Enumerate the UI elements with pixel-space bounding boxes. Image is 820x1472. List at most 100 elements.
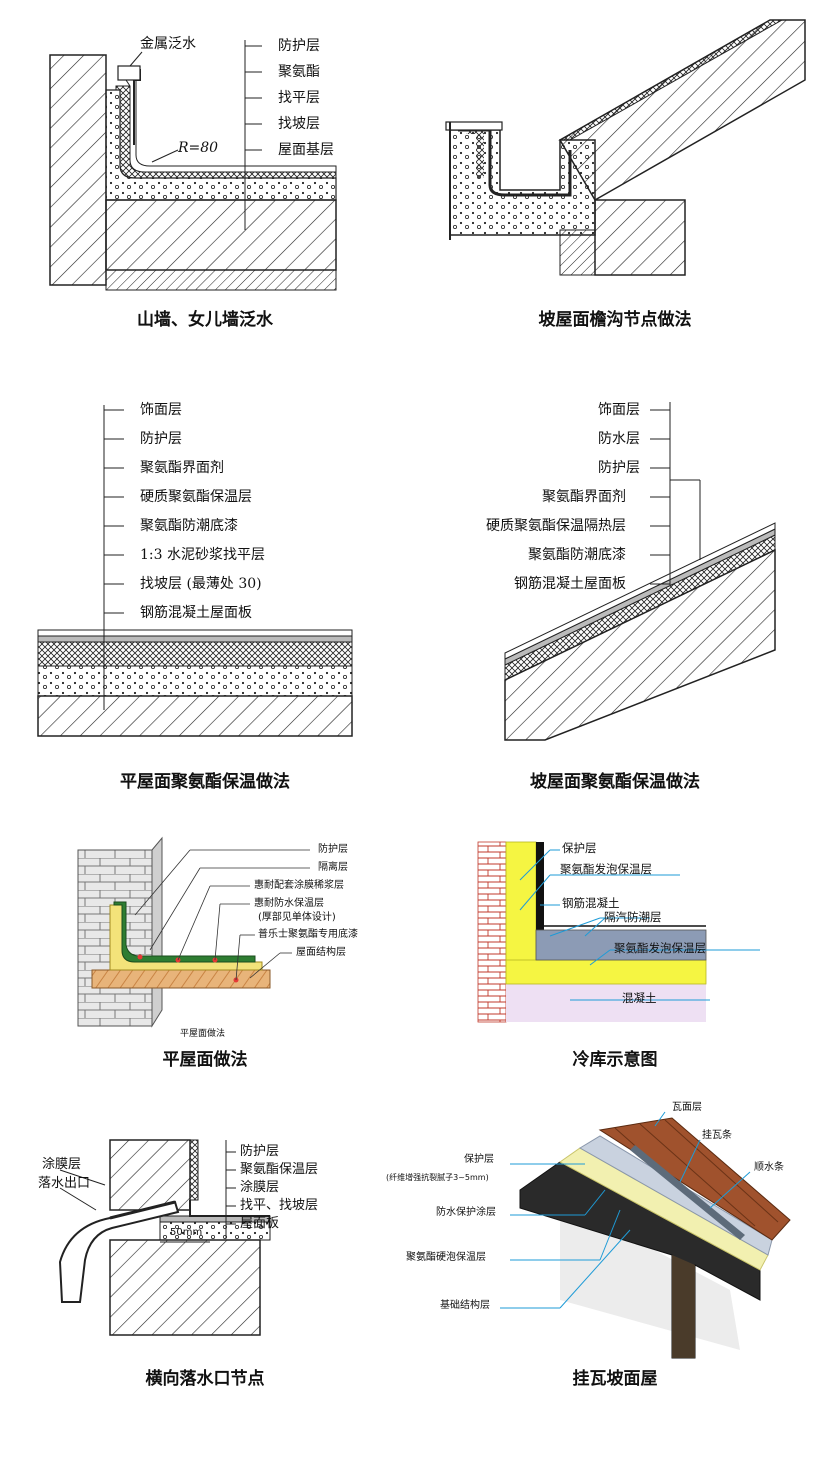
wall-insulation — [189, 1139, 199, 1201]
brick-wall — [477, 841, 507, 1023]
slope-pu-layer-7: 钢筋混凝土屋面板 — [514, 576, 626, 592]
slope-pu-layer-3: 防护层 — [598, 460, 640, 476]
parapet-layer-3: 找平层 — [278, 90, 320, 106]
radius-leader — [151, 149, 179, 163]
flat-pu-layer-1: 饰面层 — [140, 402, 182, 418]
column-face — [672, 1255, 695, 1358]
gutter-rim — [445, 121, 503, 131]
slope-pu-layer-2: 防水层 — [598, 431, 640, 447]
parapet-layer-5: 屋面基层 — [278, 142, 334, 158]
caption-flat-pu: 平屋面聚氨酯保温做法 — [120, 772, 290, 792]
cold-store-layer-5: 聚氨酯发泡保温层 — [614, 941, 706, 955]
sloped-slab — [558, 19, 806, 202]
membrane-green — [113, 901, 256, 963]
outlet-layer-1: 防护层 — [240, 1144, 280, 1159]
parapet-layer-2: 聚氨酯 — [278, 64, 320, 80]
caption-parapet: 山墙、女儿墙泛水 — [137, 310, 273, 330]
flat-method-layer-2: 隔离层 — [318, 862, 348, 873]
vapor-barrier-block — [535, 929, 707, 961]
flat-method-drawing — [77, 836, 310, 1028]
gutter-body — [449, 129, 596, 236]
parapet-layer-4: 找坡层 — [278, 116, 320, 132]
wall-side — [151, 836, 163, 1028]
cold-store-layer-1: 保护层 — [562, 841, 597, 855]
gutter-membrane — [458, 128, 572, 197]
outlet-layer-3: 涂膜层 — [240, 1180, 280, 1195]
cold-store-layer-2: 聚氨酯发泡保温层 — [560, 862, 652, 876]
flat-method-layer-3: 惠耐配套涂膜稀浆层 — [254, 880, 344, 891]
caption-tile-roof: 挂瓦坡面屋 — [572, 1369, 658, 1389]
ceiling-finish — [105, 269, 337, 291]
parapet-wall — [109, 1139, 191, 1211]
protection-layer — [125, 79, 337, 173]
slope-pu-layer-6: 聚氨酯防潮底漆 — [528, 547, 626, 563]
cold-store-layer-3: 钢筋混凝土 — [562, 896, 620, 910]
outlet-left-2: 落水出口 — [38, 1176, 91, 1191]
flat-pu-layer-4: 硬质聚氨酯保温层 — [140, 489, 252, 505]
pu-insulation-layer — [37, 641, 353, 667]
outlet-layer-2: 聚氨酯保温层 — [240, 1162, 319, 1177]
slope-pu-layer-4: 聚氨酯界面剂 — [542, 489, 626, 505]
eaves-gutter-panel: 坡屋面檐沟节点做法 — [410, 0, 820, 340]
parapet-layer-1: 防护层 — [278, 38, 320, 54]
slope-pu-drawing — [504, 402, 776, 741]
roof-structure-layer — [91, 969, 271, 989]
caption-eaves: 坡屋面檐沟节点做法 — [538, 310, 692, 330]
support-wall — [594, 199, 686, 276]
flat-pu-layer-7: 找坡层 (最薄处 30) — [140, 576, 262, 592]
caption-cold-store: 冷库示意图 — [572, 1050, 658, 1070]
tile-label-tile: 瓦面层 — [672, 1102, 702, 1113]
facing-layer — [37, 629, 353, 637]
flat-pu-layer-6: 1:3 水泥砂浆找平层 — [140, 547, 265, 563]
wall-finish — [559, 229, 596, 276]
tile-label-batten: 挂瓦条 — [702, 1130, 732, 1141]
flashing-cap — [117, 65, 141, 81]
flat-method-layer-7: 屋面结构层 — [296, 947, 346, 958]
parapet-flashing-panel: 金属泛水 R=80 防护层 聚氨酯 找平层 找坡层 屋面基层 山墙、女儿墙泛水 — [0, 0, 410, 340]
parapet-flashing-drawing — [49, 40, 337, 291]
flat-method-panel: 防护层 隔离层 惠耐配套涂膜稀浆层 惠耐防水保温层 (厚部见单体设计) 普乐士聚… — [0, 810, 410, 1080]
tile-label-base: 基础结构层 — [440, 1300, 490, 1311]
tile-label-putty: (纤维增强抗裂腻子3~5mm) — [386, 1173, 489, 1182]
flat-pu-layer-3: 聚氨酯界面剂 — [140, 460, 224, 476]
flat-method-sub-caption: 平屋面做法 — [180, 1029, 226, 1039]
flat-method-layer-4: 惠耐防水保温层 — [254, 898, 324, 909]
tile-batten — [630, 1145, 745, 1240]
cold-store-drawing — [477, 841, 760, 1023]
caption-flat-method: 平屋面做法 — [162, 1050, 248, 1070]
flat-method-layer-1: 防护层 — [318, 844, 348, 855]
outlet-layer-5: 屋面板 — [240, 1216, 280, 1231]
outlet-panel: 涂膜层 落水出口 防护层 聚氨酯保温层 涂膜层 找平、找坡层 屋面板 50mm … — [0, 1130, 410, 1390]
flat-pu-layer-8: 钢筋混凝土屋面板 — [140, 605, 252, 621]
outlet-layer-4: 找平、找坡层 — [240, 1198, 319, 1213]
sloped-facing-layer — [504, 522, 776, 660]
screed-layer — [37, 665, 353, 697]
slope-pu-layer-1: 饰面层 — [598, 402, 640, 418]
cold-store-layer-6: 混凝土 — [622, 991, 657, 1005]
tile-label-waterproof: 防水保护涂层 — [436, 1207, 496, 1218]
flat-pu-drawing — [37, 405, 353, 737]
slope-pu-layer-5: 硬质聚氨酯保温隔热层 — [486, 518, 626, 534]
radius-label: R=80 — [178, 140, 219, 156]
tile-label-protection: 保护层 — [464, 1154, 494, 1165]
roof-slab — [109, 1239, 261, 1336]
cold-store-panel: 保护层 聚氨酯发泡保温层 钢筋混凝土 隔汽防潮层 聚氨酯发泡保温层 混凝土 冷库… — [410, 810, 820, 1080]
outlet-left-1: 涂膜层 — [42, 1157, 82, 1172]
flat-pu-layer-2: 防护层 — [140, 431, 182, 447]
tile-roof-drawing — [500, 1111, 791, 1359]
flashing-label: 金属泛水 — [140, 36, 196, 52]
tile-label-counter-batten: 顺水条 — [754, 1162, 784, 1173]
eaves-gutter-drawing — [445, 19, 806, 276]
outlet-drawing — [58, 1139, 271, 1336]
flashing-leader — [129, 51, 143, 67]
flat-method-layer-5: (厚部见单体设计) — [258, 912, 336, 923]
roof-slab — [105, 199, 337, 271]
concrete-floor — [506, 984, 706, 1022]
cold-store-layer-4: 隔汽防潮层 — [604, 910, 662, 924]
protection-layer — [37, 635, 353, 643]
outlet-dimension: 50mm — [170, 1227, 203, 1238]
flat-pu-layer-5: 聚氨酯防潮底漆 — [140, 518, 238, 534]
parapet-wall — [49, 54, 107, 286]
caption-outlet: 横向落水口节点 — [145, 1369, 265, 1389]
caption-slope-pu: 坡屋面聚氨酯保温做法 — [530, 772, 700, 792]
